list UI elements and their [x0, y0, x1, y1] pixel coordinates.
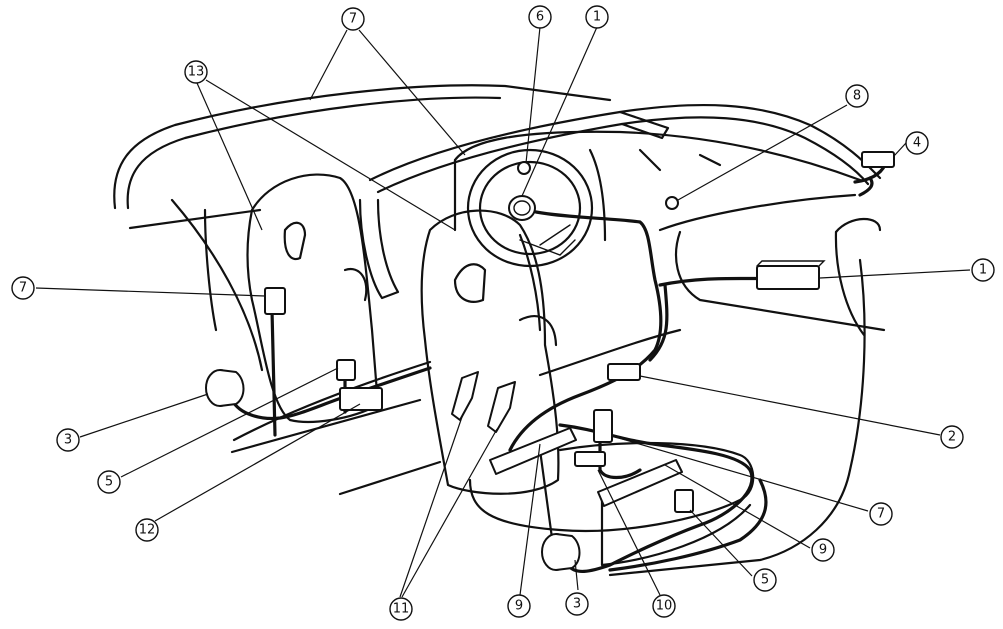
- callout-9-right: 9: [811, 538, 835, 562]
- seat-rail-sensor: [489, 427, 577, 475]
- a-pillar-right: [358, 198, 400, 300]
- connector: [574, 451, 606, 467]
- svg-text:6: 6: [536, 10, 544, 25]
- callout-9-left: 9: [507, 594, 531, 618]
- floor-and-sill: [230, 258, 866, 577]
- callout-3-left: 3: [56, 428, 80, 452]
- connector: [607, 363, 641, 381]
- callout-2: 2: [940, 425, 964, 449]
- svg-text:5: 5: [761, 573, 769, 588]
- callout-8: 8: [845, 84, 869, 108]
- passenger-seat: [246, 173, 380, 423]
- leader-lines: [35, 26, 971, 598]
- svg-text:13: 13: [188, 65, 205, 80]
- wiring-harness: [230, 163, 887, 573]
- callout-5-left: 5: [97, 470, 121, 494]
- speaker-left: [205, 369, 245, 407]
- control-module: [756, 265, 820, 290]
- buckle-switch: [487, 381, 516, 433]
- callout-1-module: 1: [971, 258, 995, 282]
- svg-text:3: 3: [573, 597, 581, 612]
- sensor: [665, 196, 679, 210]
- steering-wheel: [466, 148, 594, 268]
- svg-text:4: 4: [913, 136, 921, 151]
- callout-1-steering: 1: [585, 5, 609, 29]
- svg-text:3: 3: [64, 433, 72, 448]
- left-door-frame: [128, 198, 264, 372]
- svg-text:12: 12: [139, 523, 156, 538]
- seat-rail-sensor: [597, 459, 683, 507]
- svg-text:5: 5: [105, 475, 113, 490]
- callout-12: 12: [135, 518, 159, 542]
- speaker-right: [541, 533, 581, 571]
- svg-text:1: 1: [979, 263, 987, 278]
- svg-text:10: 10: [656, 599, 673, 614]
- callout-7-left: 7: [11, 276, 35, 300]
- callouts: 1 1 2 3 3 4 5 5 6 7 7 7 8 9 9 10 11 12 1…: [11, 5, 995, 621]
- svg-text:1: 1: [593, 10, 601, 25]
- connector: [674, 489, 694, 513]
- callout-11: 11: [389, 597, 413, 621]
- connector: [593, 409, 613, 443]
- callout-13: 13: [184, 60, 208, 84]
- svg-text:8: 8: [853, 89, 861, 104]
- callout-3-right: 3: [565, 592, 589, 616]
- callout-10: 10: [652, 594, 676, 618]
- callout-5-right: 5: [753, 568, 777, 592]
- components: [205, 151, 895, 571]
- svg-text:7: 7: [349, 12, 357, 27]
- svg-text:9: 9: [819, 543, 827, 558]
- buckle-switch: [451, 371, 479, 421]
- callout-7-roof: 7: [341, 7, 365, 31]
- svg-text:9: 9: [515, 599, 523, 614]
- dashboard: [453, 130, 886, 337]
- roof-rails: [113, 84, 882, 210]
- connector: [861, 151, 895, 168]
- svg-text:7: 7: [19, 281, 27, 296]
- connector: [264, 287, 286, 315]
- callout-7-floor: 7: [869, 502, 893, 526]
- callout-4: 4: [905, 131, 929, 155]
- connector: [336, 359, 356, 381]
- seat-module: [339, 387, 383, 411]
- callout-6: 6: [528, 5, 552, 29]
- svg-text:7: 7: [877, 507, 885, 522]
- driver-seat: [420, 209, 560, 495]
- svg-text:2: 2: [948, 430, 956, 445]
- svg-text:11: 11: [393, 602, 410, 617]
